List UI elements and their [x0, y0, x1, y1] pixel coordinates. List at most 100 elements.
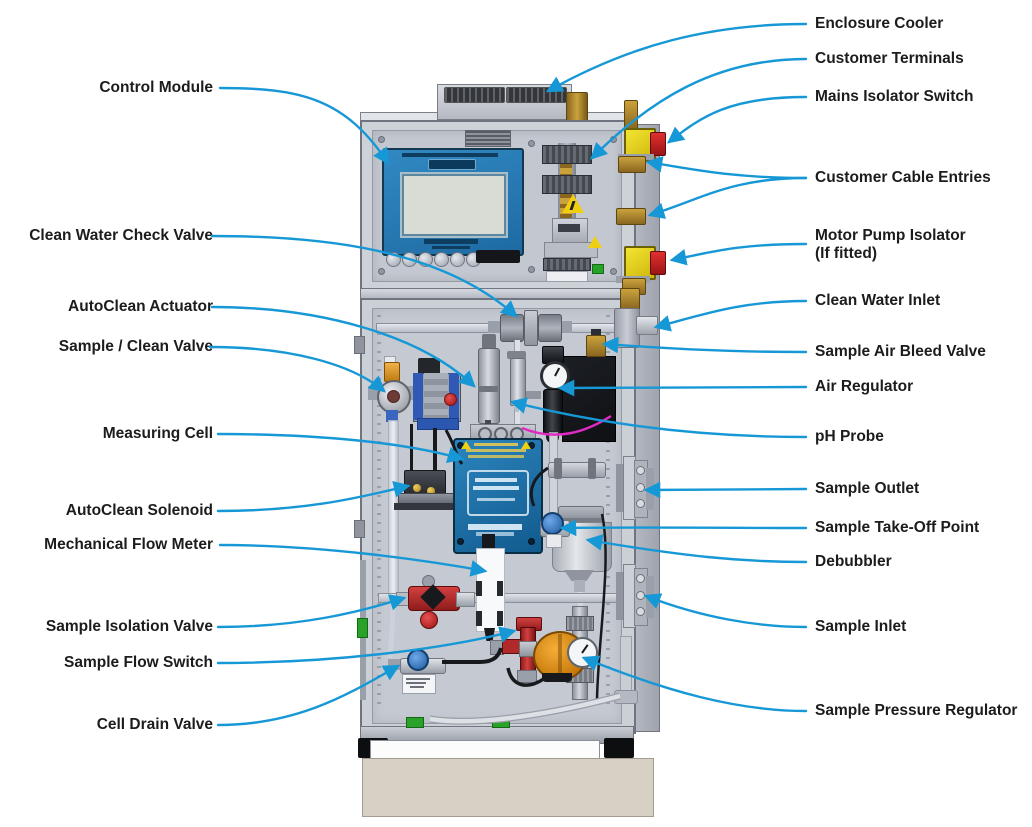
- terminal-clamp: [544, 242, 598, 258]
- flange-bolt: [636, 591, 645, 600]
- green-led: [592, 264, 604, 274]
- cell-brand-text: [468, 524, 522, 530]
- label-motor-pump-isolator: Motor Pump Isolator (If fitted): [815, 227, 966, 263]
- flange-bolt: [636, 483, 645, 492]
- door-hinge: [354, 520, 365, 538]
- cell-warning-text: [468, 455, 524, 458]
- cooler-vent-left: [444, 87, 505, 103]
- sample-outlet-flange: [616, 464, 623, 512]
- label-debubbler: Debubbler: [815, 553, 892, 570]
- label-measuring-cell: Measuring Cell: [102, 425, 213, 442]
- flow-meter-tab: [497, 581, 503, 596]
- mains-isolator-handle: [650, 132, 666, 156]
- label-customer-cable-entries: Customer Cable Entries: [815, 169, 991, 186]
- cell-screw: [528, 538, 535, 545]
- control-module-screen: [400, 172, 508, 238]
- label-autoclean-solenoid: AutoClean Solenoid: [65, 502, 213, 519]
- label-clean-water-inlet: Clean Water Inlet: [815, 292, 941, 309]
- solenoid-valve-base: [417, 418, 459, 430]
- terminal-comb-2: [542, 175, 592, 194]
- cell-label-panel: [467, 470, 529, 516]
- base-beige-panel: [362, 758, 654, 817]
- panel-screw: [610, 136, 617, 143]
- label-sample-pressure-regulator: Sample Pressure Regulator: [815, 702, 1018, 719]
- autoclean-actuator-band: [478, 386, 498, 392]
- pipe-clamp-2: [588, 458, 596, 479]
- cell-warning-triangle-right: [521, 441, 531, 449]
- cell-warning-triangle-left: [461, 441, 471, 449]
- terminal-comb-1: [542, 145, 592, 164]
- label-enclosure-cooler: Enclosure Cooler: [815, 15, 944, 32]
- gauge-needle: [554, 367, 561, 377]
- base-white-strip: [370, 740, 600, 760]
- cooler-brass-fitting: [566, 92, 588, 122]
- isolation-valve-red-disc: [420, 611, 438, 629]
- door-hinge: [354, 336, 365, 354]
- air-regulator-gauge: [540, 361, 570, 391]
- autoclean-solenoid-base: [394, 503, 456, 510]
- warning-triangle-small-icon: [588, 236, 602, 248]
- cell-drain-valve-knob: [407, 649, 429, 671]
- control-module-badge: [428, 159, 476, 170]
- label-sample-outlet: Sample Outlet: [815, 480, 920, 497]
- cooler-vent-right: [506, 87, 567, 103]
- debubbler-cone: [564, 570, 594, 581]
- cable-gland-1: [618, 156, 646, 173]
- label-mechanical-flow-meter: Mechanical Flow Meter: [44, 536, 213, 553]
- label-clean-water-check-valve: Clean Water Check Valve: [29, 227, 213, 244]
- flow-meter-tab: [497, 611, 503, 626]
- gauge-needle: [581, 644, 589, 654]
- isolation-valve-fit-right: [456, 592, 475, 607]
- sample-clean-valve-top: [384, 362, 400, 382]
- sample-takeoff-bottom: [546, 534, 562, 548]
- drain-valve-label-text: [406, 678, 430, 680]
- black-rod-1: [433, 428, 437, 470]
- autoclean-actuator-fitting: [482, 334, 496, 350]
- regulator-gauge: [567, 637, 598, 668]
- electronics-black-box: [562, 356, 616, 442]
- flow-meter-tab: [476, 581, 482, 596]
- inlet-drop-elbow: [614, 690, 638, 704]
- flow-switch-bottom-nut: [517, 670, 537, 683]
- cell-label-text: [477, 498, 515, 501]
- clean-water-check-valve-left: [500, 314, 524, 342]
- label-control-module: Control Module: [99, 79, 213, 96]
- cell-label-text: [475, 478, 517, 482]
- perforation-strip-left: [377, 315, 381, 710]
- debubbler-stem: [574, 580, 585, 592]
- drain-valve-label-text: [406, 682, 426, 684]
- sample-takeoff-knob: [541, 512, 564, 535]
- sample-inlet-flange: [616, 572, 623, 620]
- terminal-comb-3: [543, 258, 591, 271]
- drain-valve-fit-left: [388, 659, 401, 670]
- regulator-seam: [558, 634, 562, 674]
- air-bleed-solenoid-cap: [591, 329, 601, 337]
- label-air-regulator: Air Regulator: [815, 378, 914, 395]
- label-customer-terminals: Customer Terminals: [815, 50, 964, 67]
- sample-inlet-flange-hub: [646, 576, 654, 618]
- label-sample-flow-switch: Sample Flow Switch: [64, 654, 213, 671]
- label-sample-take-off-point: Sample Take-Off Point: [815, 519, 980, 536]
- autoclean-solenoid-gold-1: [413, 484, 421, 492]
- brass-pipe-top-right: [624, 100, 638, 130]
- label-sample-isolation-valve: Sample Isolation Valve: [45, 618, 213, 635]
- black-rod-2: [410, 424, 413, 470]
- ph-probe-body: [510, 358, 526, 406]
- check-valve-stem-left: [488, 321, 502, 333]
- air-regulator-body: [543, 389, 563, 435]
- clean-water-check-valve-right: [538, 314, 562, 342]
- cell-warning-text: [466, 449, 526, 452]
- flow-meter-tab: [476, 611, 482, 626]
- cell-warning-text: [474, 443, 518, 446]
- flange-bolt: [636, 466, 645, 475]
- flange-bolt: [636, 574, 645, 583]
- flange-bolt: [636, 607, 645, 616]
- motor-pump-isolator-handle: [650, 251, 666, 275]
- autoclean-solenoid-bracket: [404, 470, 446, 497]
- ph-probe-collar: [507, 351, 526, 359]
- solenoid-red-knob: [444, 393, 457, 406]
- control-module-brand: [424, 239, 478, 244]
- green-clip-left: [357, 618, 368, 638]
- clean-water-inlet-plug: [636, 316, 658, 335]
